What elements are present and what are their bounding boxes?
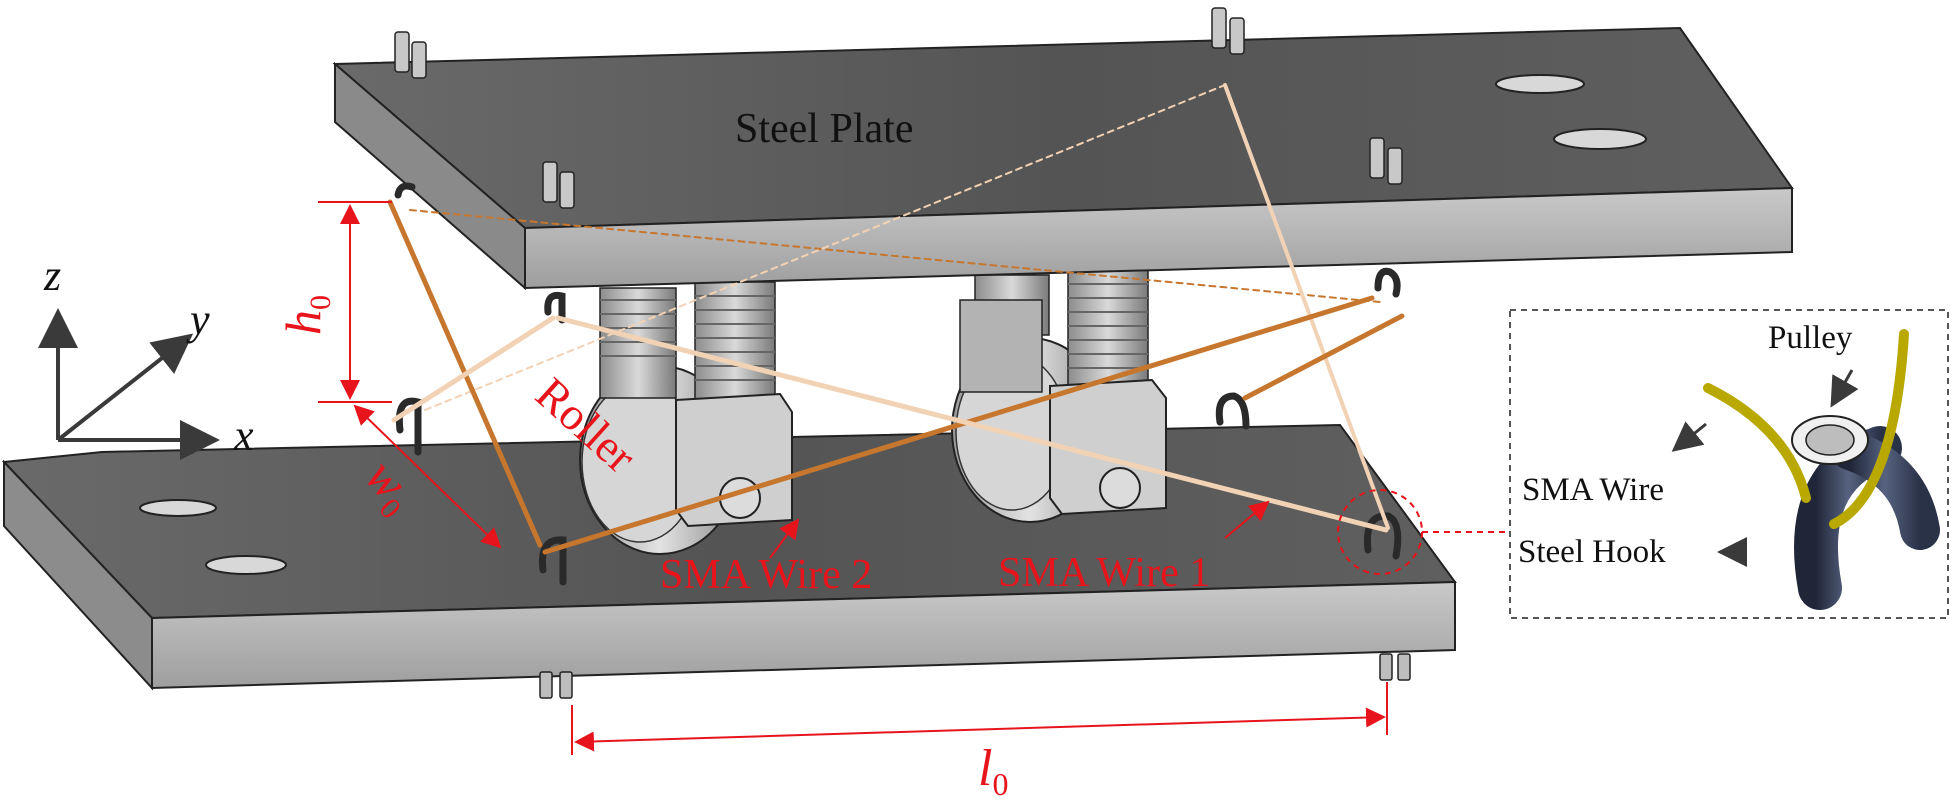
coordinate-axes — [38, 308, 220, 460]
bolt-hole — [139, 499, 217, 517]
bottom-bolts — [539, 653, 1411, 699]
bolt-hole — [1553, 128, 1647, 150]
detail-inset: Pulley SMA Wire Steel Hook — [1509, 309, 1949, 619]
bolt-hole — [1495, 74, 1585, 94]
y-axis-arrow — [56, 333, 194, 442]
sma-wire-2-label: SMA Wire 2 — [660, 552, 872, 598]
inset-pulley-label: Pulley — [1768, 320, 1853, 356]
inset-steel-hook-label: Steel Hook — [1518, 534, 1666, 570]
l0-dimension — [574, 707, 1386, 752]
z-axis-label: z — [43, 251, 61, 300]
inset-sma-wire — [1703, 383, 1811, 503]
upper-bolts — [394, 7, 1403, 209]
y-axis-label: y — [186, 295, 210, 344]
bolt-hole — [205, 555, 287, 575]
upper-steel-plate — [332, 26, 1794, 291]
w0-dimension — [353, 404, 502, 549]
dimension-lines — [318, 201, 1388, 755]
inset-sma-wire-label: SMA Wire — [1522, 472, 1664, 508]
steel-plate-label: Steel Plate — [735, 106, 913, 152]
x-axis-label: x — [233, 411, 254, 460]
l0-label: l0 — [978, 740, 1008, 796]
sma-wire-1-pointer — [1224, 500, 1270, 539]
sma-wire-1-label: SMA Wire 1 — [998, 550, 1210, 596]
h0-label: h0 — [275, 295, 337, 335]
sma-wires — [387, 83, 1405, 555]
sma-wire-2-pointer — [769, 518, 800, 559]
